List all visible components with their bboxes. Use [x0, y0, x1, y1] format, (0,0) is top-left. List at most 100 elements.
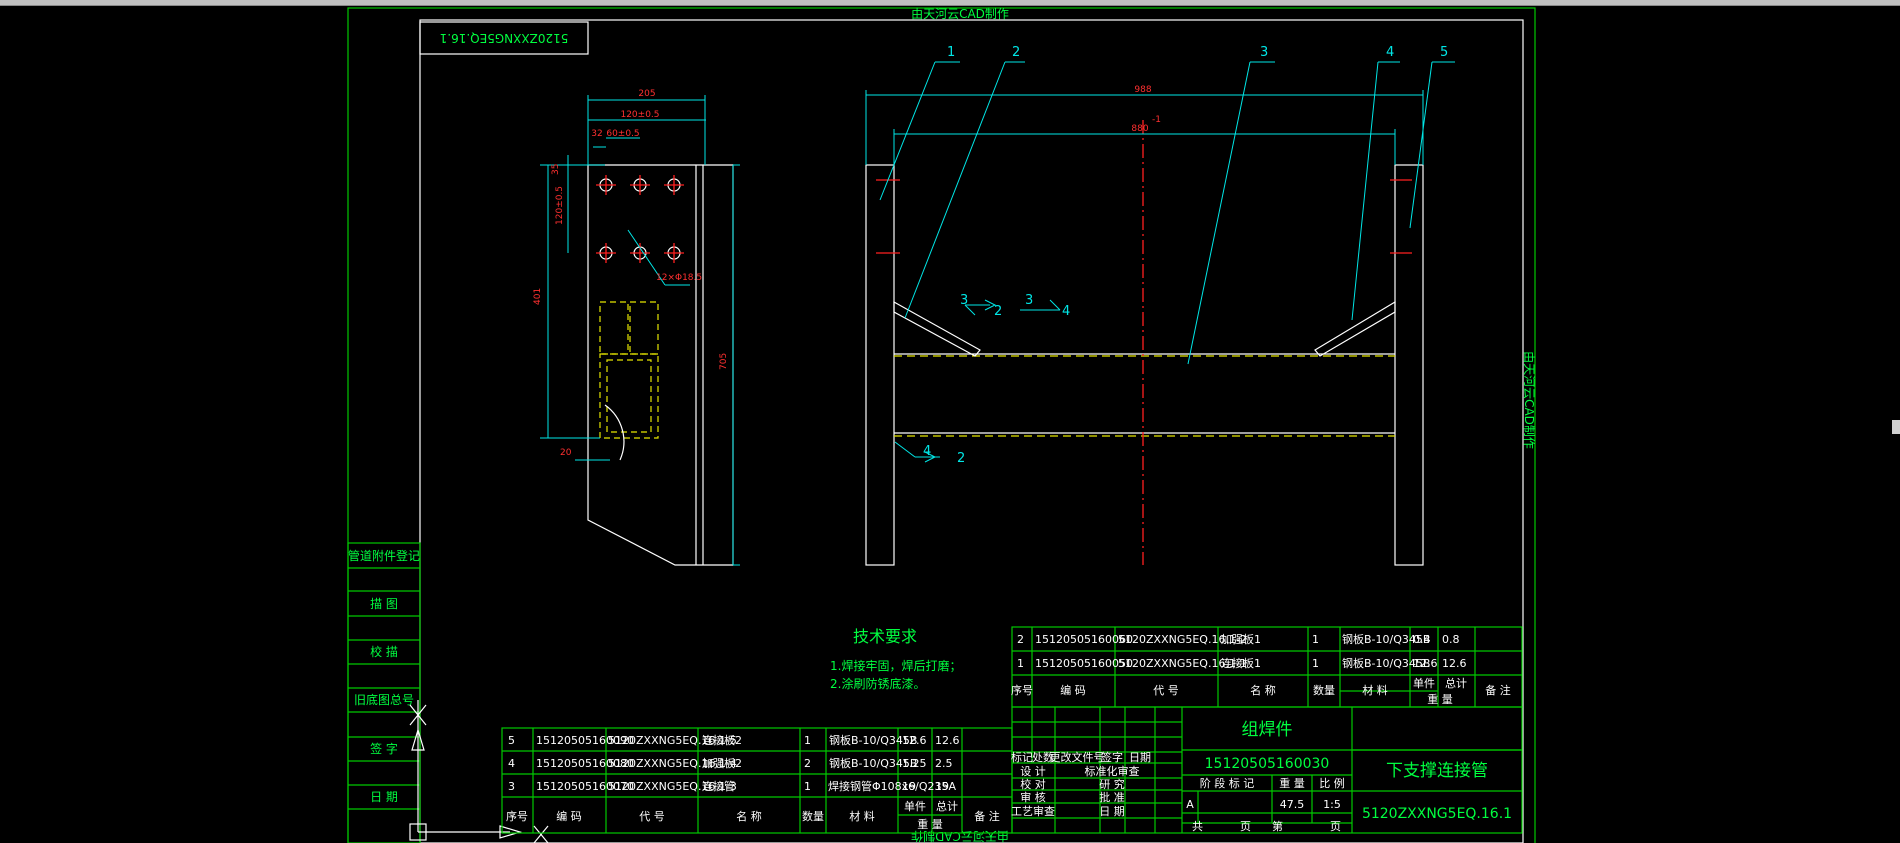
bom-top-r2-drawing: 5120ZXXNG5EQ.16.1-1 [1118, 657, 1247, 670]
bom-top-r2-qty: 1 [1312, 657, 1319, 670]
bom-bot-r3-material: 焊接钢管Φ108x6/Q235A [828, 779, 957, 793]
bottom-header: 由天河云CAD制作 [911, 829, 1009, 843]
bom-top-r1-code: 15120505160060 [1035, 633, 1133, 646]
sheet-2: 页 [1240, 820, 1251, 833]
bom-bot-h-drawing: 代 号 [639, 810, 665, 823]
balloon-3: 3 [1260, 45, 1268, 60]
stage-mark: A [1186, 798, 1194, 811]
bom-top-h-code: 编 码 [1060, 683, 1086, 697]
scale-value: 1:5 [1323, 798, 1341, 811]
strip-label-1: 管道附件登记 [348, 548, 420, 563]
balloon-1: 1 [947, 45, 955, 60]
bom-bot-h-qty: 数量 [802, 810, 824, 823]
weld-1-b: 2 [994, 304, 1002, 319]
bom-top-r2-total: 12.6 [1442, 657, 1467, 670]
balloon-5: 5 [1440, 45, 1448, 60]
sheet-3: 第 [1272, 819, 1283, 833]
bom-top-h-seq: 序号 [1011, 683, 1033, 697]
top-header: 由天河云CAD制作 [911, 7, 1009, 21]
tech-req-line2: 2.涂刷防锈底漆。 [830, 676, 925, 691]
dim-988: 988 [1134, 85, 1151, 95]
balloon-4: 4 [1386, 45, 1394, 60]
balloon-2: 2 [1012, 45, 1020, 60]
bom-bot-r2-unit: 1.25 [902, 757, 927, 770]
stage-h-1: 阶 段 标 记 [1200, 776, 1255, 790]
bom-top-table: 2 15120505160060 5120ZXXNG5EQ.16.1-2 加强板… [1011, 626, 1523, 708]
left-view: 205 120±0.5 60±0.5 32 35 120±0.5 401 705… [533, 89, 740, 566]
bom-bot-r3-drawing: 5120ZXXNG5EQ.16.1-3 [608, 780, 737, 793]
part-name: 下支撑连接管 [1386, 761, 1488, 781]
drawing-no: 5120ZXXNG5EQ.16.1 [1362, 806, 1512, 822]
bom-top-r1-total: 0.8 [1442, 633, 1460, 646]
dim-32: 32 [591, 129, 602, 139]
bom-top-r1-name: 加强板1 [1221, 632, 1261, 646]
rev-h-5: 日期 [1129, 751, 1151, 764]
strip-label-5: 签 字 [370, 741, 398, 756]
rev-h-1: 标记 [1011, 750, 1033, 764]
bom-top-r2-seq: 1 [1017, 657, 1024, 670]
bom-bottom-table: 5 15120505160090 5120ZXXNG5EQ.16.1-5 连接板… [501, 727, 1013, 834]
dim-20: 20 [560, 448, 572, 458]
bom-bot-r2-material: 钢板B-10/Q345B [829, 756, 917, 770]
bom-top-h-qty: 数量 [1313, 684, 1335, 697]
bom-bot-r1-code: 15120505160090 [536, 734, 634, 747]
bom-top-r2-code: 15120505160050 [1035, 657, 1133, 670]
sign2-4: 日 期 [1099, 805, 1125, 818]
dim-60: 60±0.5 [606, 129, 639, 139]
dim-880-tol: -1 [1152, 115, 1161, 125]
strip-label-3: 校 描 [370, 644, 398, 659]
stage-h-3: 比 例 [1319, 776, 1345, 790]
bom-bot-r3-unit: 19 [902, 780, 916, 793]
left-strip: 管道附件登记 描 图 校 描 旧底图总号 签 字 日 期 [347, 542, 421, 843]
strip-label-2: 描 图 [370, 597, 398, 611]
stage-h-2: 重 量 [1279, 776, 1305, 790]
sign2-1: 标准化审查 [1085, 764, 1140, 778]
dim-401: 401 [533, 288, 543, 305]
bom-bot-h-note: 备 注 [974, 809, 1000, 823]
bom-bot-r3-name: 连接管 [702, 779, 735, 793]
outer-frame [347, 7, 1536, 843]
sign-3: 审 核 [1020, 790, 1046, 804]
weld-3-a: 4 [923, 444, 931, 459]
inner-frame [419, 19, 1524, 843]
bom-top-r1-material: 钢板B-10/Q345B [1342, 632, 1430, 646]
side-header: 由天河云CAD制作 [1522, 351, 1536, 449]
bom-bot-r3-total: 19 [935, 780, 949, 793]
title-block: 标记 处数 更改文件号 签字 日期 设 计 校 对 审 核 工艺审查 标准化审查… [1011, 706, 1523, 834]
bom-bot-h-total: 总计 [936, 799, 958, 813]
bom-bot-r2-seq: 4 [508, 757, 515, 770]
bom-top-r1-drawing: 5120ZXXNG5EQ.16.1-2 [1118, 633, 1247, 646]
bom-top-h-weight: 重 量 [1427, 692, 1453, 706]
bom-bot-h-weight: 重 量 [917, 817, 943, 831]
bom-bot-r3-qty: 1 [804, 780, 811, 793]
weld-2-b: 4 [1062, 304, 1070, 319]
bom-bot-r1-name: 连接板2 [702, 733, 742, 747]
code-box-text: 5120ZXXNG5EQ.16.1 [440, 31, 569, 45]
strip-label-4: 旧底图总号 [354, 692, 414, 707]
scrollbar-thumb[interactable] [1892, 420, 1900, 434]
dim-holes: 12×Φ18.5 [656, 273, 702, 283]
bom-bot-r1-total: 12.6 [935, 734, 960, 747]
dim-880: 880 [1131, 124, 1148, 134]
dim-205: 205 [638, 89, 655, 99]
weld-1-a: 3 [960, 293, 968, 308]
part-type: 组焊件 [1242, 720, 1293, 740]
strip-label-6: 日 期 [370, 790, 398, 804]
tech-req-line1: 1.焊接牢固，焊后打磨； [830, 658, 961, 673]
bom-bot-h-unit: 单件 [904, 800, 926, 813]
right-view: 988 880 -1 1 2 3 4 5 3 2 3 4 4 2 [865, 45, 1455, 566]
bom-bot-r2-qty: 2 [804, 757, 811, 770]
dim-35: 35 [551, 164, 561, 175]
dim-120v: 120±0.5 [555, 186, 565, 225]
bom-top-h-note: 备 注 [1485, 683, 1511, 697]
bom-top-r2-name: 连接板1 [1221, 656, 1261, 670]
bom-top-r2-material: 钢板B-10/Q345B [1342, 656, 1430, 670]
bom-bot-r1-unit: 12.6 [902, 734, 927, 747]
sign-1: 设 计 [1020, 765, 1046, 778]
bom-bot-r1-seq: 5 [508, 734, 515, 747]
bom-top-h-material: 材 料 [1362, 683, 1388, 697]
bom-top-h-unit: 单件 [1413, 677, 1435, 690]
bom-bot-h-material: 材 料 [849, 809, 875, 823]
sign-4: 工艺审查 [1011, 804, 1055, 818]
